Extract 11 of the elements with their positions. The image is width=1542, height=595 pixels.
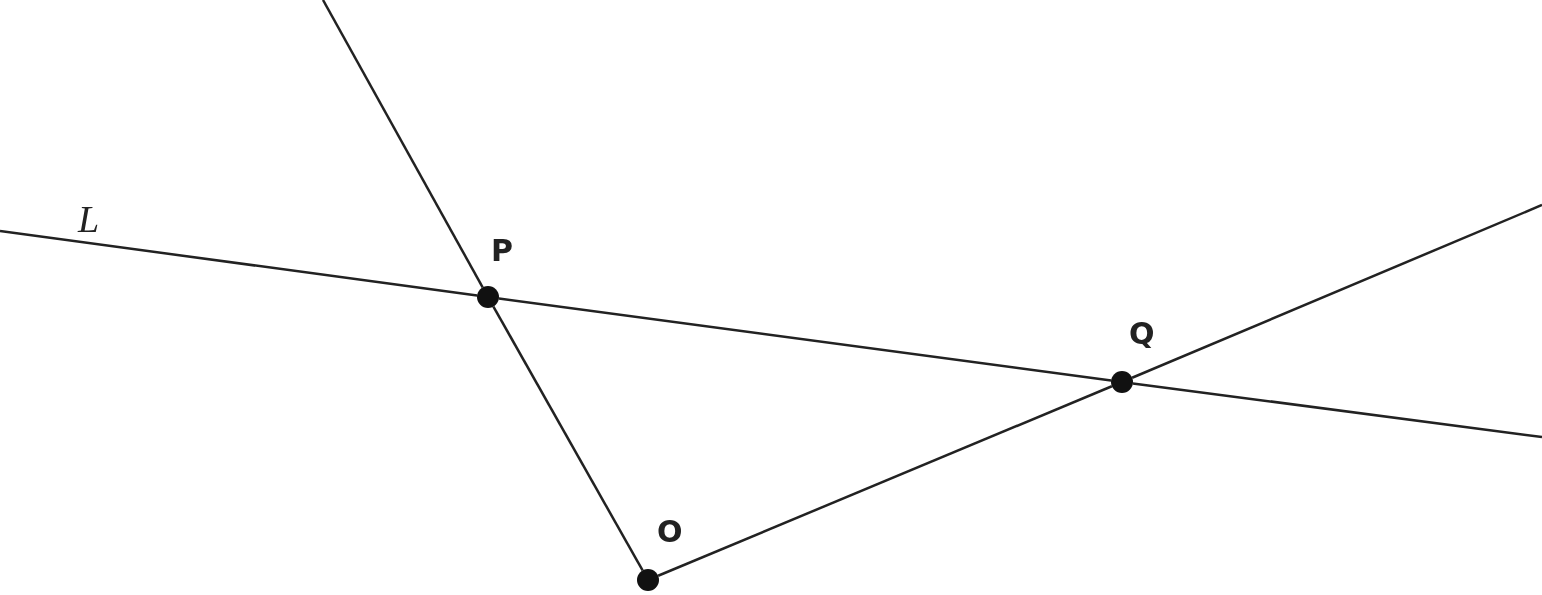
line-segment: [498, 297, 1112, 382]
line-segment: [321, 0, 484, 288]
line-segment: [1131, 203, 1542, 379]
point-label: Q: [1129, 319, 1155, 349]
line-segment: [0, 229, 478, 297]
line-label: L: [78, 200, 100, 238]
point-label: O: [657, 517, 683, 547]
line-segment: [657, 385, 1113, 577]
line-segment: [1132, 382, 1542, 439]
line-segment: [492, 305, 644, 572]
point-label: P: [491, 236, 513, 266]
